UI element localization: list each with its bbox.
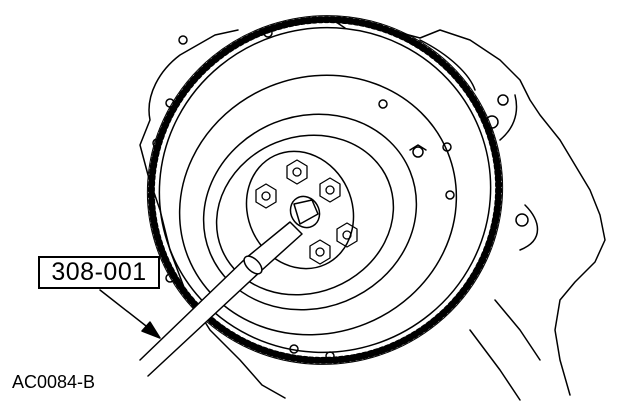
flywheel-hole-4 xyxy=(152,138,162,148)
flywheel-hole-5 xyxy=(378,99,388,109)
flywheel-hole-1 xyxy=(263,28,273,38)
flywheel-hole-7 xyxy=(445,190,455,200)
flywheel-hole-6 xyxy=(442,142,452,152)
dowel-pin xyxy=(412,146,424,158)
flywheel-hole-9 xyxy=(165,273,175,283)
tool-number-callout: 308-001 xyxy=(38,256,160,289)
tool-number-label: 308-001 xyxy=(51,258,147,286)
leader-arrow-icon xyxy=(99,289,161,339)
hub-bolts xyxy=(255,159,358,265)
ring-gear-teeth xyxy=(147,16,503,364)
flywheel-hole-8 xyxy=(289,344,299,354)
torque-wrench-icon xyxy=(139,221,303,377)
flywheel-hole-3 xyxy=(165,98,175,108)
flywheel-hole-2 xyxy=(178,35,188,45)
flywheel-face-ring xyxy=(178,74,458,336)
figure-id-label: AC0084-B xyxy=(12,372,96,392)
flywheel-outer-rim xyxy=(158,26,492,354)
block-bolt-2 xyxy=(515,213,529,227)
crankshaft-hub xyxy=(245,150,355,270)
block-bolt-3 xyxy=(497,94,509,106)
socket-icon xyxy=(289,195,321,229)
